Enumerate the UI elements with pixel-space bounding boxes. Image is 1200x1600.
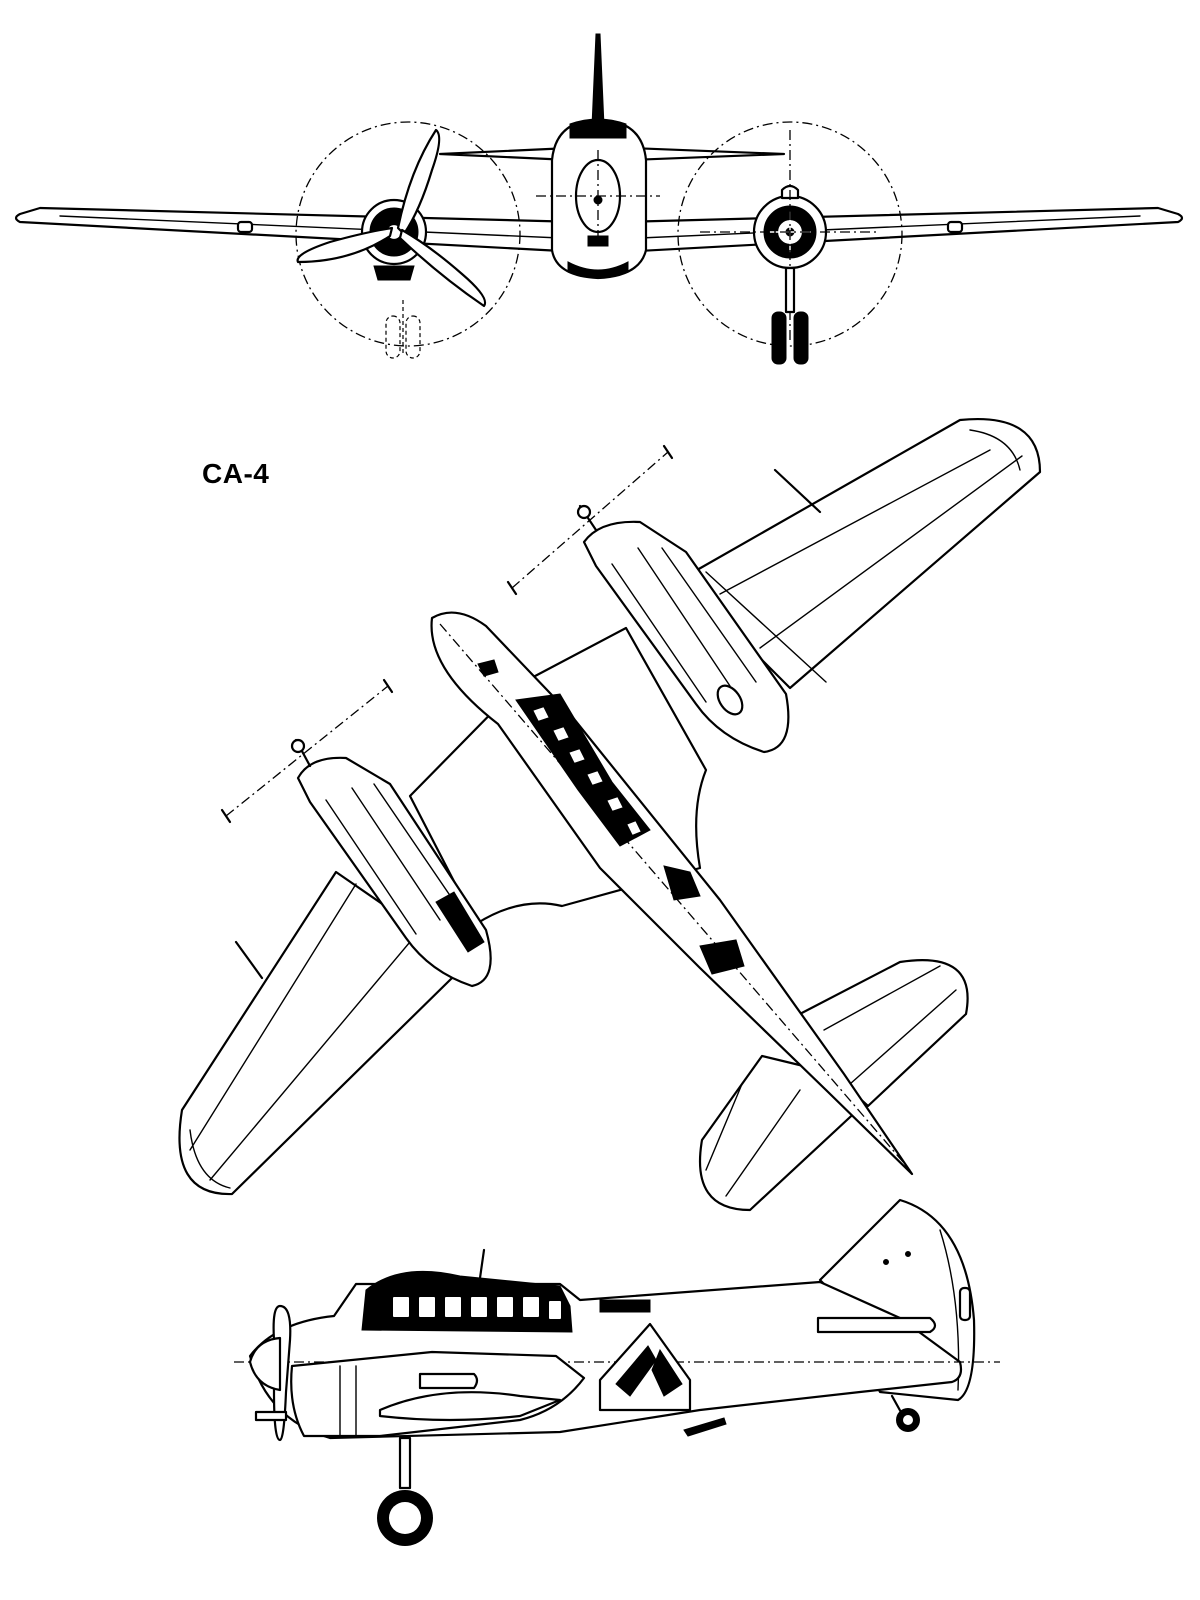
- plan-left-prop-line: [225, 685, 389, 817]
- front-left-wing: [14, 206, 582, 254]
- side-view: [234, 1198, 1000, 1546]
- plan-left-pitot: [234, 940, 264, 980]
- side-tailplane: [816, 1316, 937, 1334]
- side-spinner: [248, 1336, 282, 1392]
- right-propeller-arc: [677, 121, 903, 347]
- left-propeller-blade: [396, 128, 441, 236]
- plan-left-tailplane: [698, 1054, 864, 1212]
- front-view: [14, 33, 1184, 365]
- left-gear-retracted: [385, 315, 401, 359]
- plan-right-prop-line: [511, 451, 669, 589]
- plan-view: [178, 418, 1042, 1212]
- side-canopy: [361, 1270, 573, 1333]
- right-gear-leg: [784, 266, 796, 314]
- front-fin: [591, 33, 605, 127]
- plan-left-wing: [178, 870, 454, 1196]
- plan-left-nacelle: [296, 756, 492, 988]
- drawing-title: CA-4: [202, 458, 270, 489]
- plan-right-wing: [688, 418, 1042, 690]
- left-propeller-arc: [295, 121, 521, 347]
- side-main-gear-leg: [398, 1436, 412, 1490]
- front-right-wing: [618, 206, 1184, 254]
- right-gear-wheel: [771, 311, 787, 365]
- plan-right-pitot: [773, 468, 822, 514]
